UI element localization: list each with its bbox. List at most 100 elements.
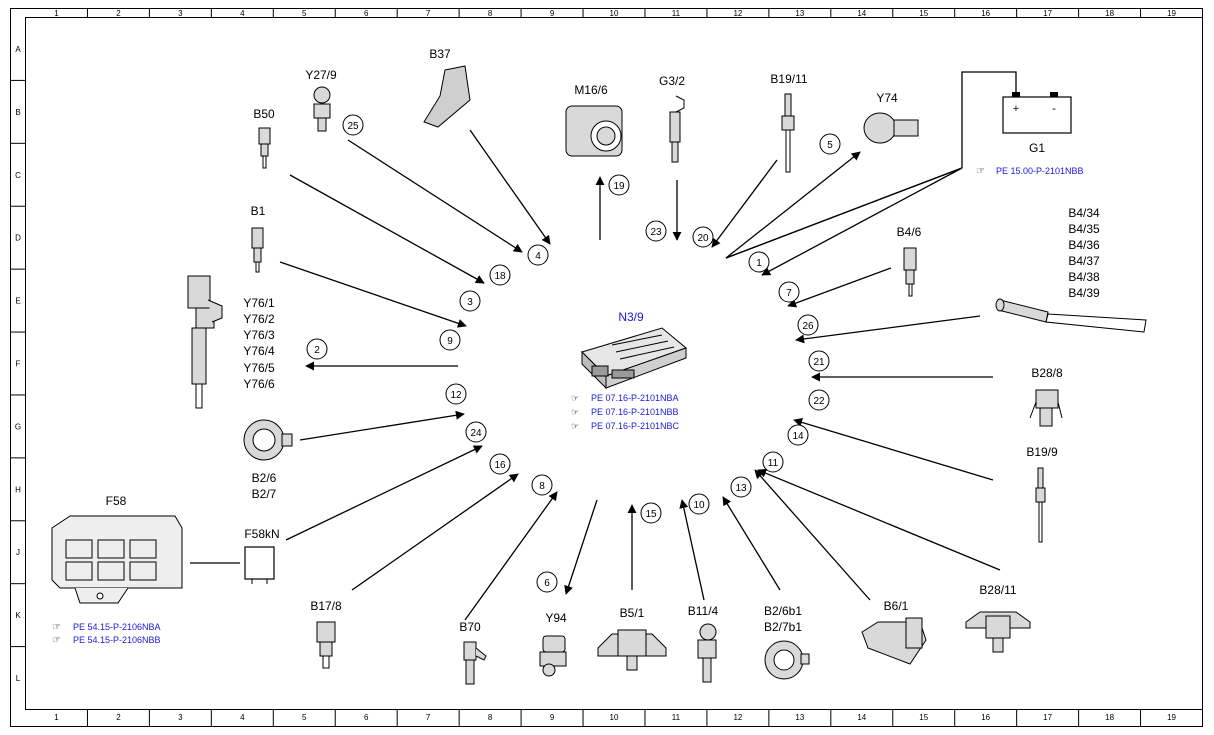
sensor-b1[interactable]: B1 [251,204,266,273]
signal-marker-2[interactable]: 2 [306,338,328,360]
svg-text:Y76/3: Y76/3 [243,328,275,342]
signal-marker-14[interactable]: 14 [787,424,809,446]
component-label: B28/8 [1031,366,1063,380]
sensor-b2-6b1-b2-7b1[interactable]: B2/6b1 B2/7b1 [764,604,810,680]
signal-marker-8[interactable]: 8 [531,474,553,496]
signal-number: 23 [650,227,662,238]
component-label: B2/7b1 [764,620,802,634]
svg-text:Y76/4: Y76/4 [243,344,275,358]
signal-marker-9[interactable]: 9 [439,329,461,351]
signal-marker-6[interactable]: 6 [536,571,558,593]
signal-marker-12[interactable]: 12 [445,383,467,405]
signal-marker-4[interactable]: 4 [527,244,549,266]
grid-column-label: 15 [919,9,928,18]
temperature-sensor-icon [251,227,264,273]
connection-line [754,469,871,601]
sensor-b6-1[interactable]: B6/1 [861,599,927,665]
grid-row-label: G [15,422,21,431]
battery-supply-line [961,71,1017,168]
sensor-b50[interactable]: B50 [253,107,275,169]
grid-row-label: J [16,548,20,557]
signal-marker-5[interactable]: 5 [819,133,841,155]
valve-y27-9[interactable]: Y27/9 [305,68,337,132]
coolant-sensor-icon [697,623,717,683]
hot-film-sensor-icon [764,640,810,680]
sensor-b37[interactable]: B37 [423,47,471,128]
reference-link[interactable]: PE 54.15-P-2106NBB [73,635,161,645]
grid-row-label: E [15,297,20,306]
signal-number: 10 [693,500,705,511]
signal-marker-25[interactable]: 25 [342,114,364,136]
component-label: B6/1 [884,599,909,613]
connection-line [795,315,981,344]
signal-marker-21[interactable]: 21 [808,350,830,372]
sensor-b4-6[interactable]: B4/6 [897,225,922,297]
signal-marker-26[interactable]: 26 [797,314,819,336]
battery-minus-label: - [1052,103,1056,115]
relay-f58kn[interactable]: F58kN [244,527,280,584]
sensor-b5-1[interactable]: B5/1 [597,606,667,671]
grid-row-label: D [15,234,21,243]
grid-column-label: 12 [733,9,742,18]
sensor-b19-9[interactable]: B19/9 [1026,445,1058,543]
signal-number: 19 [613,181,625,192]
signal-marker-24[interactable]: 24 [465,421,487,443]
signal-marker-18[interactable]: 18 [489,264,511,286]
sensor-b28-11[interactable]: B28/11 [965,583,1031,653]
grid-column-label: 3 [178,713,183,722]
fuse-box-f58[interactable]: F58 ☞ PE 54.15-P-2106NBA ☞ PE 54.15-P-21… [51,494,183,646]
grid-column-label: 17 [1043,713,1052,722]
injector-group-y76[interactable]: Y76/1 Y76/2 Y76/3 Y76/4 Y76/5 Y76/6 [187,275,275,409]
signal-marker-23[interactable]: 23 [645,220,667,242]
connection-lines [190,71,1017,621]
sensor-g3-2[interactable]: G3/2 [659,74,685,163]
signal-circle [527,244,549,266]
sensor-b11-4[interactable]: B11/4 [688,604,719,683]
component-label: B4/6 [897,225,922,239]
sensor-b2-6-b2-7[interactable]: B2/6 B2/7 [243,419,293,501]
signal-circle [459,290,481,312]
signal-marker-19[interactable]: 19 [608,174,630,196]
component-label: Y27/9 [305,68,337,82]
signal-circle [762,451,784,473]
control-unit-n3-9[interactable]: N3/9 ☞ PE 07.16-P-2101NBA ☞ PE 07.16-P-2… [571,310,687,431]
signal-marker-7[interactable]: 7 [778,281,800,303]
reference-link[interactable]: PE 54.15-P-2106NBA [73,622,161,632]
signal-marker-16[interactable]: 16 [489,453,511,475]
signal-marker-15[interactable]: 15 [640,502,662,524]
injector-icon [187,275,223,409]
valve-y74[interactable]: Y74 [863,91,919,144]
reference-link[interactable]: PE 15.00-P-2101NBB [996,166,1084,176]
signal-marker-10[interactable]: 10 [688,493,710,515]
valve-y94[interactable]: Y94 [539,611,567,677]
grid-row-label: L [16,674,21,683]
signal-number: 2 [314,345,320,356]
connection-line [289,174,485,284]
sensor-b19-11[interactable]: B19/11 [770,72,808,173]
connection-line [285,445,483,541]
sensor-b28-8[interactable]: B28/8 [1029,366,1063,427]
reference-link[interactable]: PE 07.16-P-2101NBB [591,407,679,417]
signal-markers: 1234567891011121314151618192021222324252… [306,114,841,593]
signal-number: 25 [347,121,359,132]
reference-link[interactable]: PE 07.16-P-2101NBA [591,393,679,403]
grid-column-label: 7 [426,9,431,18]
reference-link[interactable]: PE 07.16-P-2101NBC [591,421,680,431]
signal-marker-13[interactable]: 13 [730,476,752,498]
battery-g1[interactable]: + - G1 ☞ PE 15.00-P-2101NBB [976,92,1084,177]
sensor-b70[interactable]: B70 [459,620,487,685]
control-unit-references[interactable]: ☞ PE 07.16-P-2101NBA ☞ PE 07.16-P-2101NB… [571,393,680,431]
sensor-group-b4-34-39[interactable]: B4/34 B4/35 B4/36 B4/37 B4/38 B4/39 [995,206,1147,333]
signal-number: 26 [802,321,814,332]
connection-line [787,267,892,308]
component-label: B5/1 [620,606,645,620]
actuator-m16-6[interactable]: M16/6 [565,83,623,157]
signal-marker-20[interactable]: 20 [692,226,714,248]
signal-marker-1[interactable]: 1 [748,251,770,273]
sensor-b17-8[interactable]: B17/8 [310,599,342,669]
signal-number: 20 [697,233,709,244]
signal-marker-3[interactable]: 3 [459,290,481,312]
connection-line [711,159,778,248]
signal-marker-11[interactable]: 11 [762,451,784,473]
signal-marker-22[interactable]: 22 [808,389,830,411]
